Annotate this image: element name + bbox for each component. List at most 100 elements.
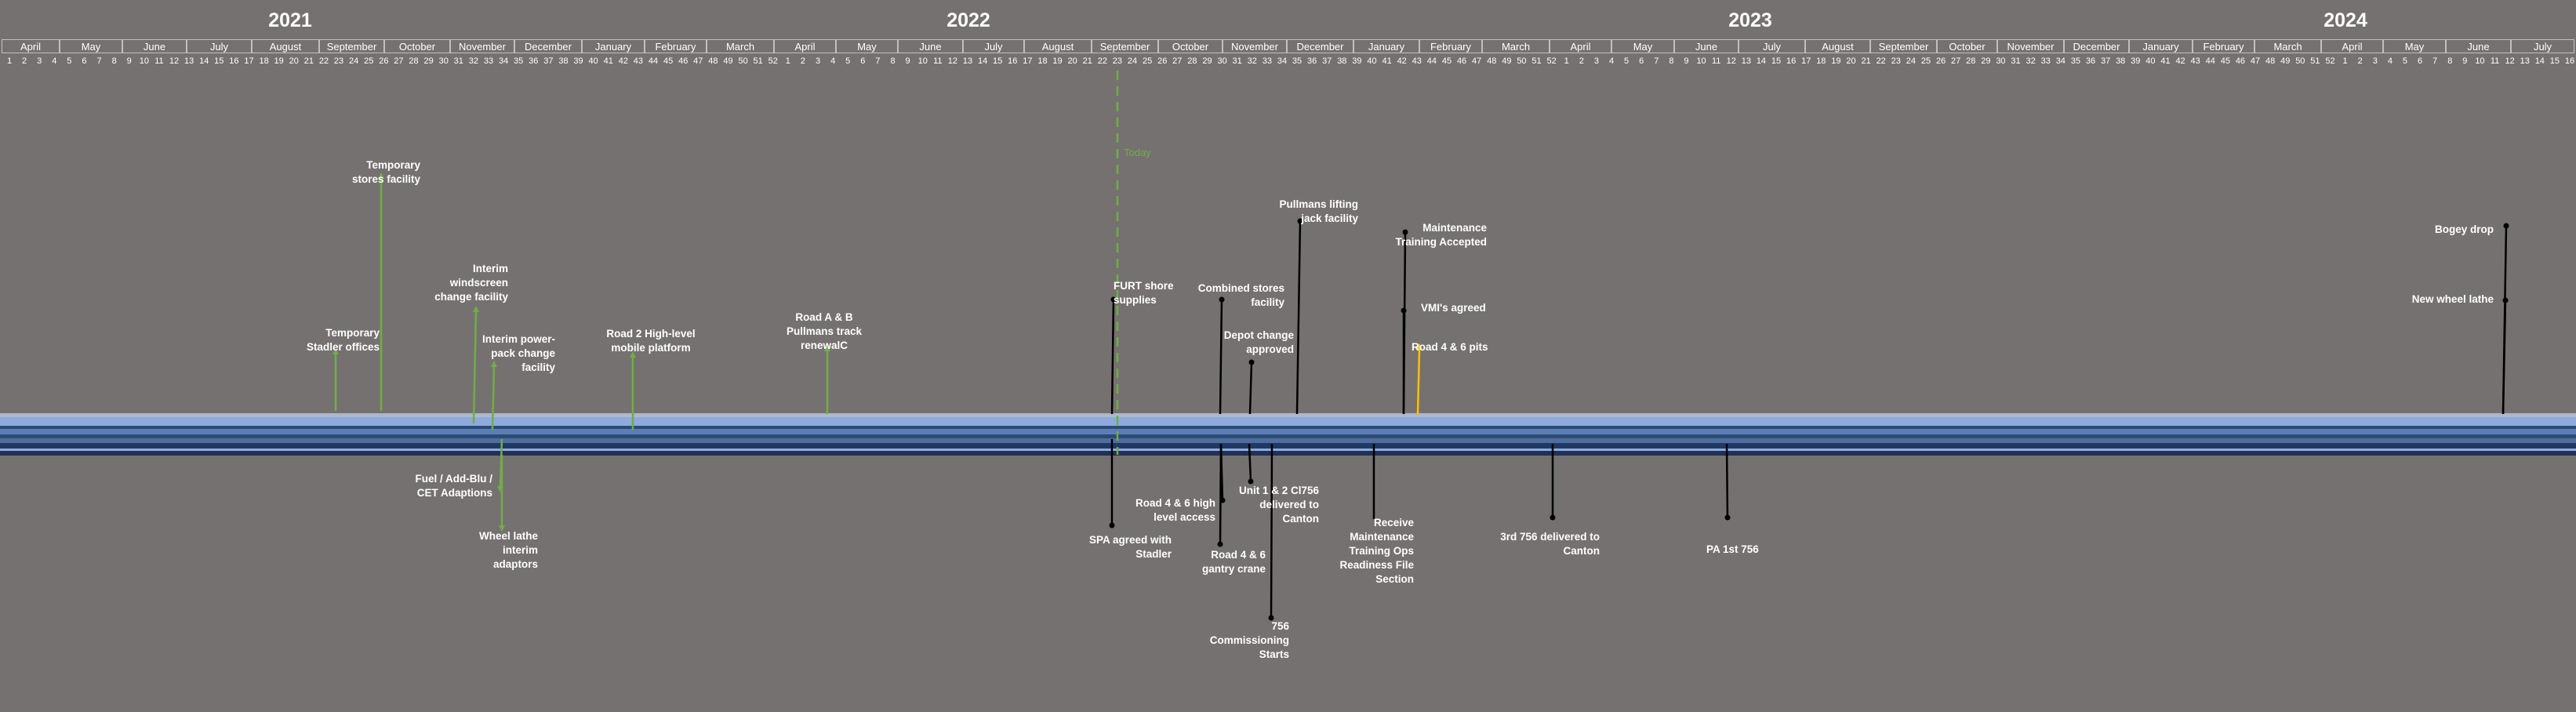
week-number: 31 bbox=[453, 56, 463, 66]
week-number: 32 bbox=[468, 56, 479, 66]
week-number: 46 bbox=[678, 56, 689, 66]
timeline-band-dark bbox=[0, 426, 2576, 429]
milestone-connector bbox=[1295, 220, 1302, 415]
week-number: 6 bbox=[82, 56, 87, 66]
month-cell: December bbox=[514, 39, 582, 53]
milestone-label: VMI's agreed bbox=[1421, 302, 1486, 314]
week-number: 47 bbox=[693, 56, 703, 66]
week-number: 51 bbox=[2310, 56, 2320, 66]
week-number: 1 bbox=[1564, 56, 1569, 66]
milestone-marker bbox=[2503, 223, 2509, 229]
week-number: 44 bbox=[648, 56, 659, 66]
week-number: 23 bbox=[333, 56, 344, 66]
week-number: 35 bbox=[1292, 56, 1303, 66]
week-number: 7 bbox=[875, 56, 881, 66]
week-number: 35 bbox=[2070, 56, 2081, 66]
month-cell: December bbox=[2064, 39, 2129, 53]
month-cell: November bbox=[1223, 39, 1287, 53]
week-number: 10 bbox=[1696, 56, 1706, 66]
week-number: 9 bbox=[1684, 56, 1689, 66]
week-number: 43 bbox=[1412, 56, 1422, 66]
week-number: 2 bbox=[2357, 56, 2363, 66]
week-number: 14 bbox=[1756, 56, 1767, 66]
week-number: 30 bbox=[438, 56, 449, 66]
milestone-arrowhead bbox=[499, 525, 505, 532]
month-cell: February bbox=[1419, 39, 1482, 53]
week-number: 41 bbox=[1382, 56, 1392, 66]
week-number: 5 bbox=[67, 56, 72, 66]
month-cell: February bbox=[2193, 39, 2254, 53]
milestone-connector bbox=[1248, 361, 1253, 415]
milestone-label: Road A & B Pullmans track renewalC bbox=[786, 311, 863, 351]
milestone-label: Bogey drop bbox=[2434, 223, 2494, 235]
week-number: 4 bbox=[1608, 56, 1615, 66]
week-number: 32 bbox=[2026, 56, 2036, 66]
month-cell: April bbox=[2, 39, 60, 53]
timeline-band-light bbox=[0, 449, 2576, 451]
milestone-connector bbox=[2502, 300, 2507, 415]
week-number: 21 bbox=[1082, 56, 1092, 66]
week-number: 48 bbox=[708, 56, 718, 66]
week-number: 7 bbox=[96, 56, 102, 66]
week-number: 2 bbox=[22, 56, 27, 66]
week-number: 5 bbox=[845, 56, 851, 66]
week-number: 9 bbox=[905, 56, 910, 66]
milestone-label: New wheel lathe bbox=[2411, 293, 2494, 305]
week-number: 26 bbox=[1157, 56, 1168, 66]
week-number: 41 bbox=[603, 56, 613, 66]
month-cell: May bbox=[836, 39, 898, 53]
week-number: 23 bbox=[1891, 56, 1901, 66]
milestone-label: Depot change approved bbox=[1223, 329, 1294, 355]
week-number: 15 bbox=[2549, 56, 2560, 66]
milestone-connector bbox=[1219, 299, 1223, 415]
milestone-marker bbox=[1219, 296, 1225, 303]
milestone-label: Temporary Stadler offices bbox=[306, 327, 380, 353]
week-number: 33 bbox=[2040, 56, 2051, 66]
week-number: 26 bbox=[1935, 56, 1946, 66]
week-number: 44 bbox=[1426, 56, 1437, 66]
week-number: 14 bbox=[977, 56, 988, 66]
milestone-marker bbox=[1268, 615, 1274, 621]
milestone-arrowhead bbox=[491, 361, 497, 367]
milestone-marker bbox=[1401, 307, 1407, 314]
week-number: 52 bbox=[2325, 56, 2335, 66]
week-number: 15 bbox=[993, 56, 1003, 66]
milestone-label: Receive Maintenance Training Ops Readine… bbox=[1339, 517, 1414, 585]
week-number: 9 bbox=[2462, 56, 2468, 66]
week-number: 29 bbox=[1981, 56, 1991, 66]
month-cell: August bbox=[1024, 39, 1092, 53]
week-number: 6 bbox=[860, 56, 866, 66]
week-number: 13 bbox=[2520, 56, 2530, 66]
week-number: 37 bbox=[1322, 56, 1332, 66]
month-cell: August bbox=[252, 39, 319, 53]
milestone-label: Maintenance Training Accepted bbox=[1395, 222, 1487, 248]
week-number: 4 bbox=[830, 56, 836, 66]
month-cell: December bbox=[1287, 39, 1353, 53]
month-cell: January bbox=[2129, 39, 2193, 53]
week-number: 16 bbox=[2564, 56, 2575, 66]
week-number: 52 bbox=[1546, 56, 1557, 66]
week-number: 5 bbox=[1624, 56, 1630, 66]
month-cell: March bbox=[1482, 39, 1550, 53]
month-cell: October bbox=[1937, 39, 1997, 53]
month-cell: June bbox=[1674, 39, 1739, 53]
milestone-marker bbox=[1297, 218, 1303, 224]
week-number: 8 bbox=[2447, 56, 2453, 66]
month-cell: November bbox=[1997, 39, 2064, 53]
week-number: 1 bbox=[785, 56, 790, 66]
week-number: 36 bbox=[1307, 56, 1317, 66]
week-number: 51 bbox=[753, 56, 763, 66]
week-number: 30 bbox=[1217, 56, 1227, 66]
week-number: 22 bbox=[1097, 56, 1107, 66]
month-cell: August bbox=[1805, 39, 1870, 53]
milestone-label: Interim power-pack change facility bbox=[481, 333, 555, 373]
week-number: 28 bbox=[1187, 56, 1197, 66]
week-number: 14 bbox=[2534, 56, 2545, 66]
milestone-label: Road 4 & 6 high level access bbox=[1135, 497, 1215, 523]
week-number: 32 bbox=[1247, 56, 1257, 66]
week-number: 50 bbox=[2295, 56, 2305, 66]
week-number: 34 bbox=[498, 56, 509, 66]
milestone-connector bbox=[491, 366, 496, 430]
year-label: 2022 bbox=[946, 9, 990, 31]
